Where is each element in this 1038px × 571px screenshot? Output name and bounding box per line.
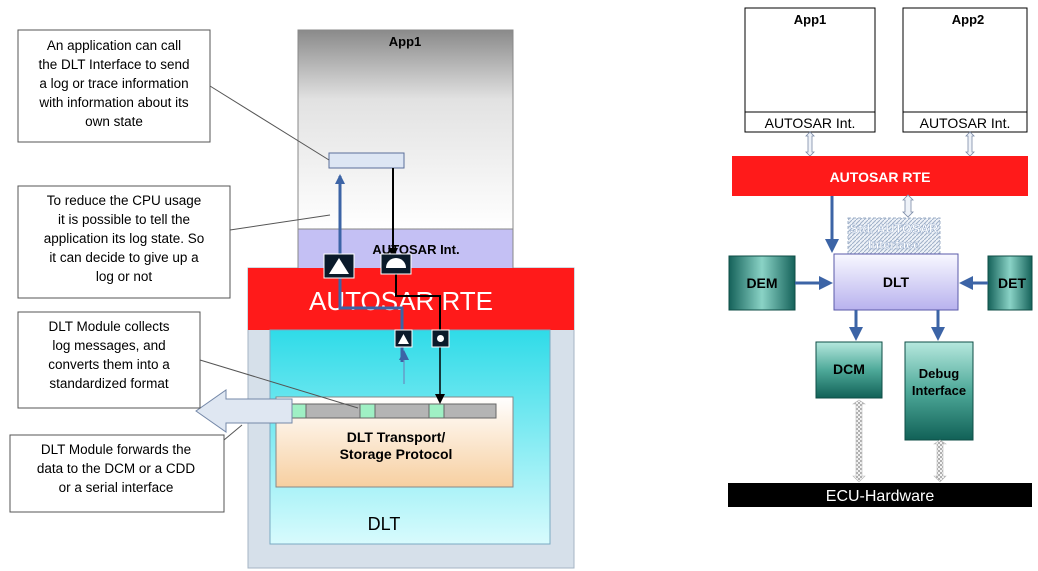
std-autosar-interface-box — [847, 217, 941, 255]
message-slot — [359, 403, 376, 419]
right-app2-label: App2 — [952, 12, 985, 27]
ecu-hardware-bar — [728, 483, 1032, 507]
message-slot — [374, 403, 430, 419]
right-diagram: App1 AUTOSAR Int. App2 AUTOSAR Int. AUTO… — [728, 7, 1033, 507]
callout-1-line-3: a log or trace information — [39, 76, 188, 91]
det-box — [987, 255, 1033, 311]
callout-2-line-3: application its log state. So — [44, 231, 205, 246]
transport-line-2: Storage Protocol — [340, 446, 453, 462]
app1-block — [297, 29, 514, 230]
dcm-ecu-connector — [852, 399, 866, 483]
dlt-receiver-port-icon — [431, 329, 450, 348]
receiver-port-icon — [380, 253, 412, 275]
det-label: DET — [998, 275, 1026, 291]
dlt-call-box — [328, 152, 405, 169]
dlt-sender-port-icon — [394, 329, 413, 348]
debug-interface-box — [904, 341, 974, 441]
debug-line-1: Debug — [919, 366, 960, 381]
callout-2-line-1: To reduce the CPU usage — [47, 193, 202, 208]
right-app1-label: App1 — [794, 12, 827, 27]
right-dlt-label: DLT — [883, 274, 910, 290]
debug-ecu-connector — [933, 439, 947, 483]
std-interface-line-2: Interface — [868, 238, 920, 252]
app2-rte-connector-icon — [965, 131, 975, 157]
right-app2-box — [902, 7, 1028, 133]
dem-box — [728, 255, 796, 311]
callout-1-line-1: An application can call — [47, 38, 181, 53]
dlt-label: DLT — [368, 514, 401, 534]
message-slot — [428, 403, 445, 419]
callout-2-line-4: it can decide to give up a — [49, 250, 199, 265]
rte-std-connector-icon — [902, 194, 914, 218]
callout-2-line-5: log or not — [96, 269, 153, 284]
right-rte-band — [732, 156, 1028, 196]
callout-3-line-3: converts them into a — [48, 357, 170, 372]
callout-4-line-1: DLT Module forwards the — [41, 442, 191, 457]
debug-line-2: Interface — [912, 383, 966, 398]
callout-2: To reduce the CPU usage it is possible t… — [17, 185, 331, 299]
message-slot — [291, 403, 307, 419]
right-dlt-box — [833, 253, 959, 311]
callout-4: DLT Module forwards the data to the DCM … — [9, 424, 243, 513]
rte-band — [248, 268, 574, 330]
output-arrow-icon — [195, 389, 293, 433]
std-interface-line-1: Std. AUTOSAR — [850, 222, 938, 236]
callout-1-line-4: with information about its — [38, 95, 189, 110]
right-rte-label: AUTOSAR RTE — [830, 169, 931, 185]
dcm-box — [815, 341, 883, 399]
callout-1-line-5: own state — [85, 114, 143, 129]
callout-3-line-2: log messages, and — [52, 338, 165, 353]
sender-port-icon — [323, 253, 355, 279]
ecu-hardware-label: ECU-Hardware — [826, 488, 935, 505]
app1-rte-connector-icon — [805, 131, 815, 157]
callout-3-line-1: DLT Module collects — [48, 319, 169, 334]
callout-4-line-3: or a serial interface — [59, 480, 174, 495]
callout-2-line-2: it is possible to tell the — [58, 212, 190, 227]
left-diagram: App1 AUTOSAR Int. AUTOSAR RTE DLT DLT Tr… — [9, 29, 575, 569]
callout-3-line-4: standardized format — [49, 376, 169, 391]
callout-1: An application can call the DLT Interfac… — [17, 29, 330, 161]
callout-1-line-2: the DLT Interface to send — [38, 57, 189, 72]
app1-label: App1 — [389, 34, 422, 49]
dcm-label: DCM — [833, 361, 865, 377]
callout-3: DLT Module collects log messages, and co… — [17, 311, 359, 409]
right-app1-int-label: AUTOSAR Int. — [765, 115, 856, 131]
right-app1-box — [744, 7, 876, 133]
transport-line-1: DLT Transport/ — [347, 429, 446, 445]
callout-4-line-2: data to the DCM or a CDD — [37, 461, 196, 476]
dem-label: DEM — [746, 275, 777, 291]
right-app2-int-label: AUTOSAR Int. — [920, 115, 1011, 131]
log-message-path-2 — [395, 268, 441, 330]
